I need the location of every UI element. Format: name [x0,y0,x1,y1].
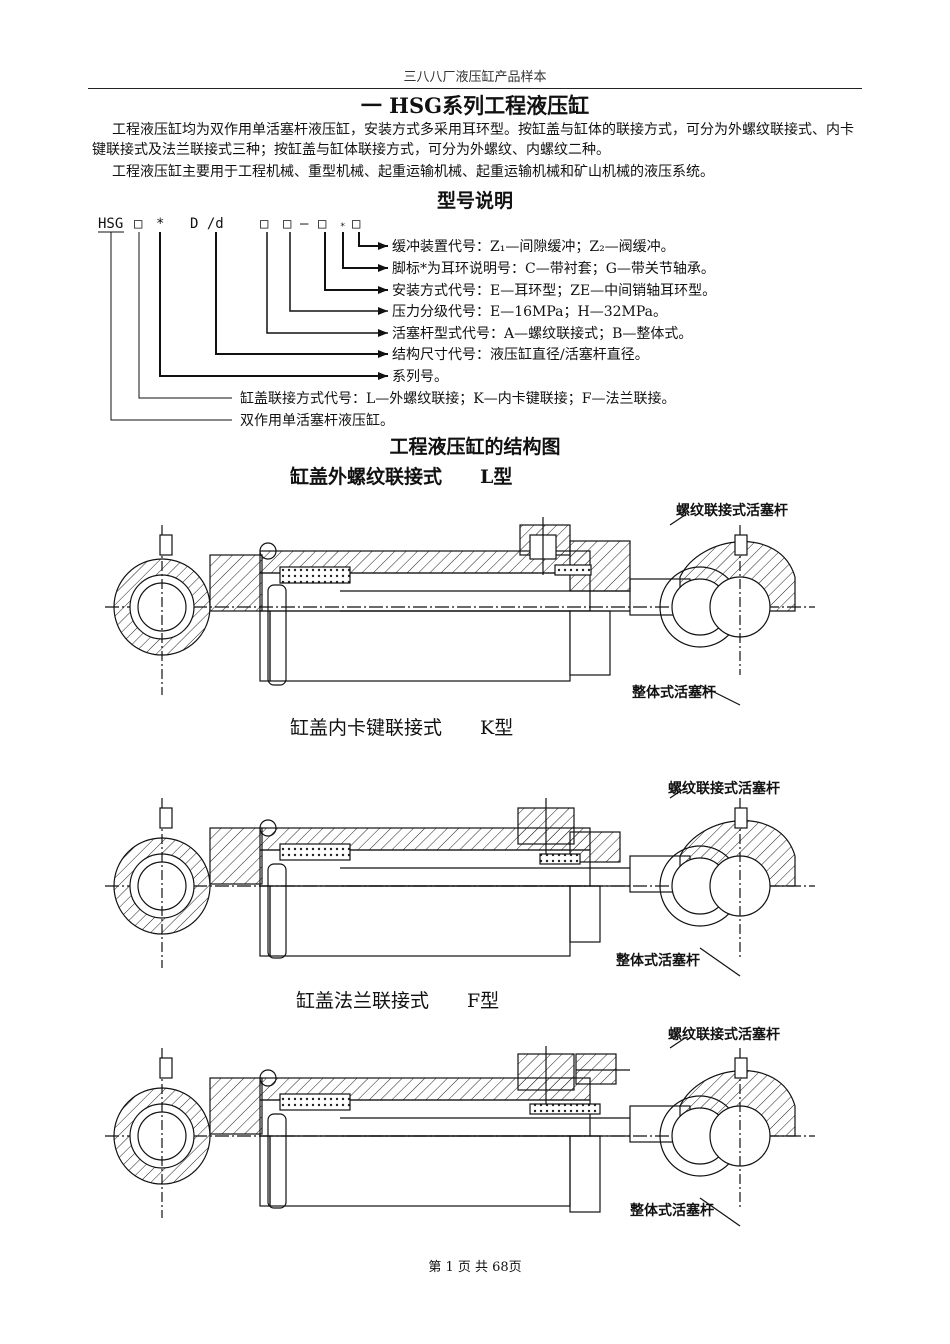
code-desc-dimensions: 结构尺寸代号：液压缸直径/活塞杆直径。 [392,347,649,363]
label-threaded-rod-l: 螺纹联接式活塞杆 [676,503,788,519]
code-d-over-d: D /d [190,216,224,232]
code-desc-rod-type: 活塞杆型式代号：A—螺纹联接式；B—整体式。 [392,326,693,342]
model-heading: 型号说明 [436,190,513,212]
structure-heading: 工程液压缸的结构图 [389,436,561,458]
label-threaded-rod-f: 螺纹联接式活塞杆 [668,1027,780,1043]
code-box-pressure: □ [283,216,292,232]
cylinder-diagram-k [105,787,815,977]
intro-paragraph-1: 工程液压缸均为双作用单活塞杆液压缸，安装方式多采用耳环型。按缸盖与缸体的联接方式… [92,122,854,158]
code-desc-ear-ring: 脚标*为耳环说明号：C—带衬套；G—带关节轴承。 [392,261,715,277]
code-desc-series: 系列号。 [392,369,448,385]
code-star: * [156,216,165,232]
diagram-caption-f: 缸盖法兰联接式 F型 [296,990,500,1012]
label-integral-rod-l: 整体式活塞杆 [632,685,716,701]
cylinder-diagram-f [105,1037,815,1227]
code-box-buffer: □ [352,216,361,232]
code-box-mount: □ [318,216,327,232]
model-code-leaders [98,231,388,421]
running-header: 三八八厂液压缸产品样本 [403,70,547,85]
header-divider [88,88,862,89]
code-subscript-star: * [340,222,346,232]
label-integral-rod-k: 整体式活塞杆 [616,953,700,969]
label-integral-rod-f: 整体式活塞杆 [630,1203,714,1219]
code-desc-cylinder-type: 双作用单活塞杆液压缸。 [240,413,394,429]
label-threaded-rod-k: 螺纹联接式活塞杆 [668,781,780,797]
diagram-caption-k: 缸盖内卡键联接式 K型 [290,717,514,739]
code-desc-mounting: 安装方式代号：E—耳环型；ZE—中间销轴耳环型。 [392,283,717,299]
code-hsg: HSG [98,216,124,232]
cylinder-diagram-l [105,514,815,706]
code-desc-cover-joint: 缸盖联接方式代号：L—外螺纹联接；K—内卡键联接；F—法兰联接。 [240,391,676,407]
diagram-caption-l: 缸盖外螺纹联接式 L型 [290,466,513,488]
page-number: 第 1 页 共 68页 [428,1260,522,1275]
code-dash: — [300,216,309,232]
code-box-rod: □ [260,216,269,232]
code-desc-buffer: 缓冲装置代号：Z₁—间隙缓冲；Z₂—阀缓冲。 [392,239,675,255]
intro-paragraph-2: 工程液压缸主要用于工程机械、重型机械、起重运输机械、起重运输机械和矿山机械的液压… [112,164,714,180]
code-desc-pressure: 压力分级代号：E—16MPa；H—32MPa。 [392,304,668,320]
section-title: 一 HSG系列工程液压缸 [360,93,590,118]
code-box-series: □ [134,216,143,232]
